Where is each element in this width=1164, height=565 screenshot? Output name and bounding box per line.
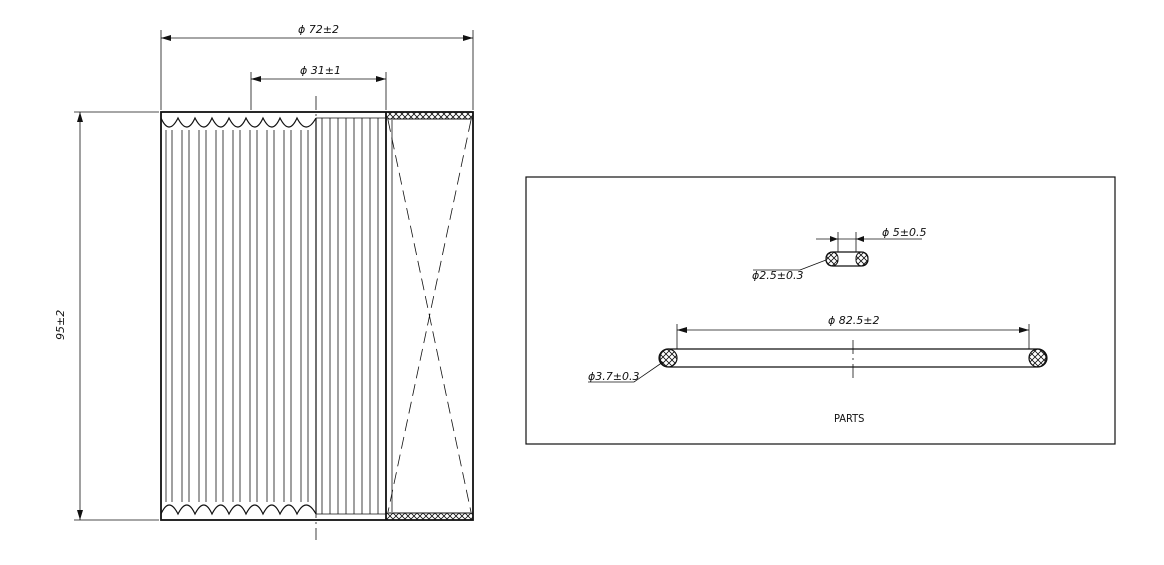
small-oring: ϕ 5±0.5 ϕ2.5±0.3 bbox=[752, 226, 926, 282]
parts-panel: ϕ 5±0.5 ϕ2.5±0.3 ϕ 82.5±2 ϕ3.7±0.3 PARTS bbox=[525, 176, 1116, 445]
large-oring: ϕ 82.5±2 ϕ3.7±0.3 bbox=[588, 314, 1048, 383]
height-label: 95±2 bbox=[54, 310, 67, 340]
filter-element-view: ϕ 72±2 ϕ 31±1 95±2 bbox=[54, 23, 474, 540]
pleat-top-wave bbox=[160, 116, 317, 128]
core-diagonal-2 bbox=[387, 119, 472, 513]
outer-diameter-label: ϕ 72±2 bbox=[298, 23, 339, 36]
filter-outline bbox=[160, 111, 474, 521]
pleat-lines bbox=[165, 130, 309, 502]
small-oring-section-label: ϕ2.5±0.3 bbox=[752, 269, 803, 282]
large-oring-section-label: ϕ3.7±0.3 bbox=[588, 370, 639, 383]
inner-diameter-label: ϕ 31±1 bbox=[300, 64, 341, 77]
top-end-cap bbox=[385, 111, 474, 120]
parts-frame bbox=[525, 176, 1116, 445]
small-oring-diameter-label: ϕ 5±0.5 bbox=[882, 226, 926, 239]
section-pleat-lines bbox=[321, 118, 379, 514]
bottom-end-cap bbox=[385, 512, 474, 521]
parts-label: PARTS bbox=[834, 412, 864, 425]
pleat-bottom-wave bbox=[160, 504, 317, 516]
large-oring-diameter-label: ϕ 82.5±2 bbox=[828, 314, 879, 327]
